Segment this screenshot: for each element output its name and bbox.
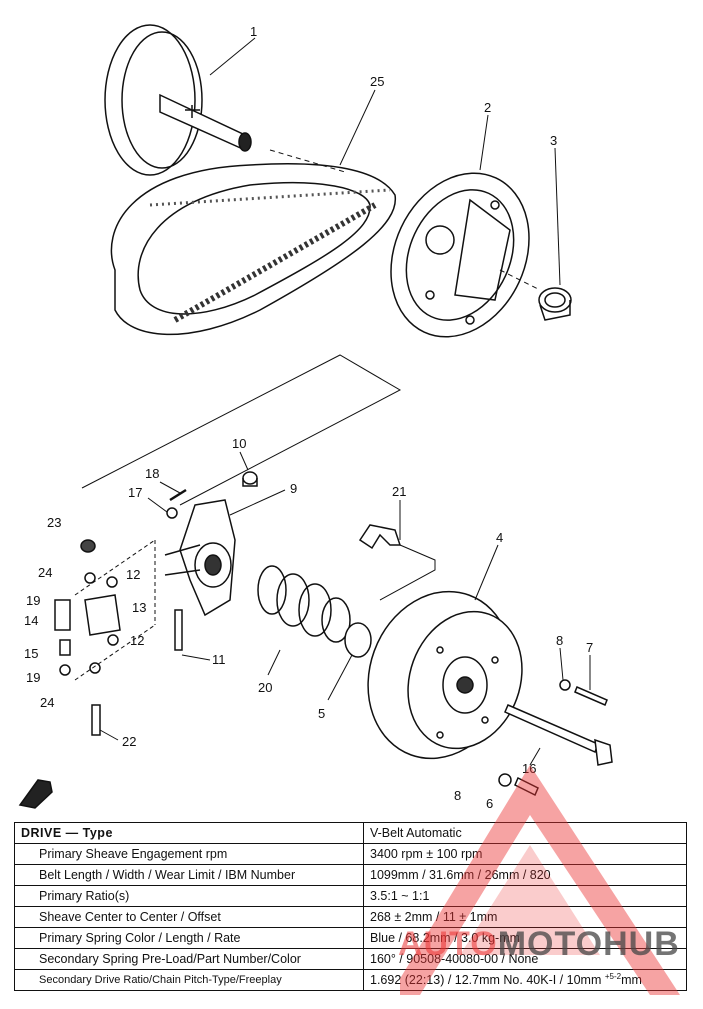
table-row: Primary Spring Color / Length / Rate Blu… [14,927,687,949]
row-value: 1099mm / 31.6mm / 26mm / 820 [363,864,687,886]
tolerance-minus: -2 [613,972,622,982]
callout-7: 7 [586,640,593,655]
row-value: Blue / 68.2mm / 3.0 kg-mm [363,927,687,949]
table-row: Primary Sheave Engagement rpm 3400 rpm ±… [14,843,687,865]
callout-20: 20 [258,680,272,695]
row-label: Secondary Spring Pre-Load/Part Number/Co… [14,948,364,970]
bolt-10 [242,471,258,487]
callout-21: 21 [392,484,406,499]
drive-spec-table: DRIVE — Type V-Belt Automatic Primary Sh… [14,822,687,991]
table-row: Secondary Spring Pre-Load/Part Number/Co… [14,948,687,970]
callout-8b: 8 [454,788,461,803]
tolerance-unit: mm [621,973,642,988]
callout-13: 13 [132,600,146,615]
callout-10: 10 [232,436,246,451]
arm-assembly [164,499,236,617]
secondary-sheave-plate [390,172,530,338]
table-row: Secondary Drive Ratio/Chain Pitch-Type/F… [14,969,687,991]
row-value: 1.692 (22:13) / 12.7mm No. 40K-I / 10mm … [363,969,687,991]
callout-1: 1 [250,24,257,39]
callout-14: 14 [24,613,38,628]
row-value: 3400 rpm ± 100 rpm [363,843,687,865]
table-header-label: DRIVE — Type [14,822,364,844]
row-value: 160° / 90508-40080-00 / None [363,948,687,970]
row-label: Belt Length / Width / Wear Limit / IBM N… [14,864,364,886]
table-row: DRIVE — Type V-Belt Automatic [14,822,687,844]
row-label: Primary Ratio(s) [14,885,364,907]
table-row: Belt Length / Width / Wear Limit / IBM N… [14,864,687,886]
row-value-text: 1.692 (22:13) / 12.7mm No. 40K-I / 10mm [370,973,602,988]
callout-16: 16 [522,761,536,776]
v-belt [110,163,396,336]
exploded-parts-diagram: 1 25 2 3 10 18 17 9 21 4 23 24 12 19 14 … [18,24,613,811]
row-label: Primary Spring Color / Length / Rate [14,927,364,949]
callout-2: 2 [484,100,491,115]
callout-12b: 12 [130,633,144,648]
secondary-drum [367,590,523,760]
row-label: Primary Sheave Engagement rpm [14,843,364,865]
callout-25: 25 [370,74,384,89]
callout-3: 3 [550,133,557,148]
table-row: Primary Ratio(s) 3.5:1 ~ 1:1 [14,885,687,907]
callout-15: 15 [24,646,38,661]
callout-23: 23 [47,515,61,530]
callout-19a: 19 [26,593,40,608]
primary-spring [257,565,351,643]
callout-12a: 12 [126,567,140,582]
callout-18: 18 [145,466,159,481]
bushing-3 [538,287,572,321]
callout-4: 4 [496,530,503,545]
callout-24a: 24 [38,565,52,580]
tolerance-plus: +5 [604,972,614,982]
table-row: Sheave Center to Center / Offset 268 ± 2… [14,906,687,928]
callout-8a: 8 [556,633,563,648]
primary-sheave [104,24,252,176]
row-value: 3.5:1 ~ 1:1 [363,885,687,907]
callout-22: 22 [122,734,136,749]
callout-19b: 19 [26,670,40,685]
callout-5: 5 [318,706,325,721]
row-label: Secondary Drive Ratio/Chain Pitch-Type/F… [14,969,364,991]
table-header-value: V-Belt Automatic [363,822,687,844]
row-label: Sheave Center to Center / Offset [14,906,364,928]
callout-24b: 24 [40,695,54,710]
callout-11: 11 [212,652,226,667]
callout-17: 17 [128,485,142,500]
callout-9: 9 [290,481,297,496]
small-parts-group [54,539,156,736]
callout-6: 6 [486,796,493,811]
row-value: 268 ± 2mm / 11 ± 1mm [363,906,687,928]
